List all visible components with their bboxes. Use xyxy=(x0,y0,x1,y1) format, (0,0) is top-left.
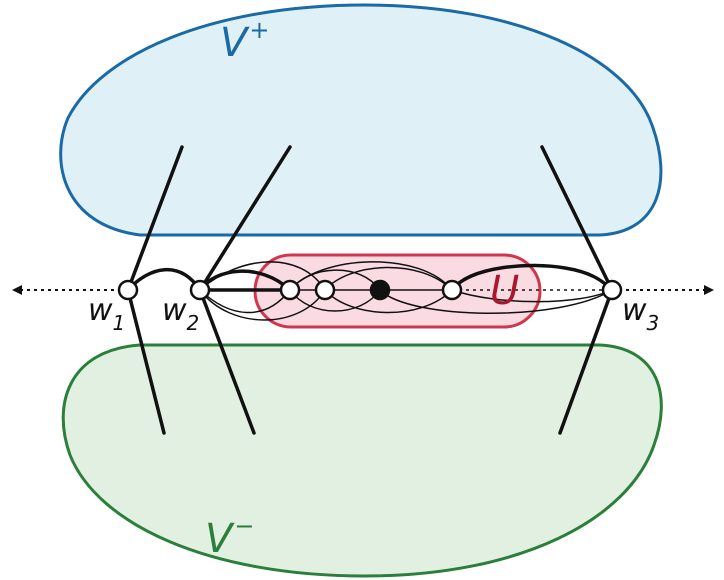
thin-edge-11 xyxy=(451,289,613,303)
thin-edge-1 xyxy=(199,289,291,314)
edge-u4-w3-arc xyxy=(450,263,614,292)
v-plus-name: V xyxy=(220,20,250,66)
w2-name: w xyxy=(162,293,187,328)
v-minus-region xyxy=(61,343,663,578)
edge-w2-up xyxy=(198,145,292,292)
thin-edge-9 xyxy=(289,261,453,291)
thin-edge-8 xyxy=(324,289,453,314)
vertex-u3-filled xyxy=(369,279,391,301)
thin-edge-10 xyxy=(379,289,613,314)
edge-w1-down xyxy=(126,288,166,435)
w3-label: w3 xyxy=(622,293,659,335)
vertex-w3 xyxy=(601,279,623,301)
vertex-u1 xyxy=(279,279,301,301)
thin-edge-3 xyxy=(199,289,326,321)
edge-w2-down xyxy=(198,288,256,435)
w1-label: w1 xyxy=(88,293,125,335)
v-plus-label: V+ xyxy=(220,16,269,66)
vertex-w1 xyxy=(117,279,139,301)
v-minus-name: V xyxy=(205,516,235,562)
w1-sub: 1 xyxy=(113,311,126,335)
vertex-w2 xyxy=(189,279,211,301)
w2-label: w2 xyxy=(162,293,199,335)
edge-w3-up xyxy=(540,145,614,292)
w3-sub: 3 xyxy=(647,311,660,335)
vertex-u2 xyxy=(314,279,336,301)
w3-name: w xyxy=(622,293,647,328)
v-minus-label: V− xyxy=(205,512,254,562)
vertex-u4 xyxy=(441,279,463,301)
thin-edge-7 xyxy=(324,266,453,291)
w1-name: w xyxy=(88,293,113,328)
thin-edge-6 xyxy=(289,289,381,312)
edge-w1-w2-arc xyxy=(126,268,202,292)
thin-edge-2 xyxy=(199,261,326,291)
u-label: U xyxy=(490,268,519,314)
v-plus-region xyxy=(59,3,663,237)
vertices xyxy=(117,279,623,301)
w2-sub: 2 xyxy=(187,311,200,335)
v-minus-sup: − xyxy=(234,512,254,540)
v-plus-sup: + xyxy=(249,16,269,44)
edge-w1-up xyxy=(126,145,184,292)
edge-w3-down xyxy=(558,288,614,435)
